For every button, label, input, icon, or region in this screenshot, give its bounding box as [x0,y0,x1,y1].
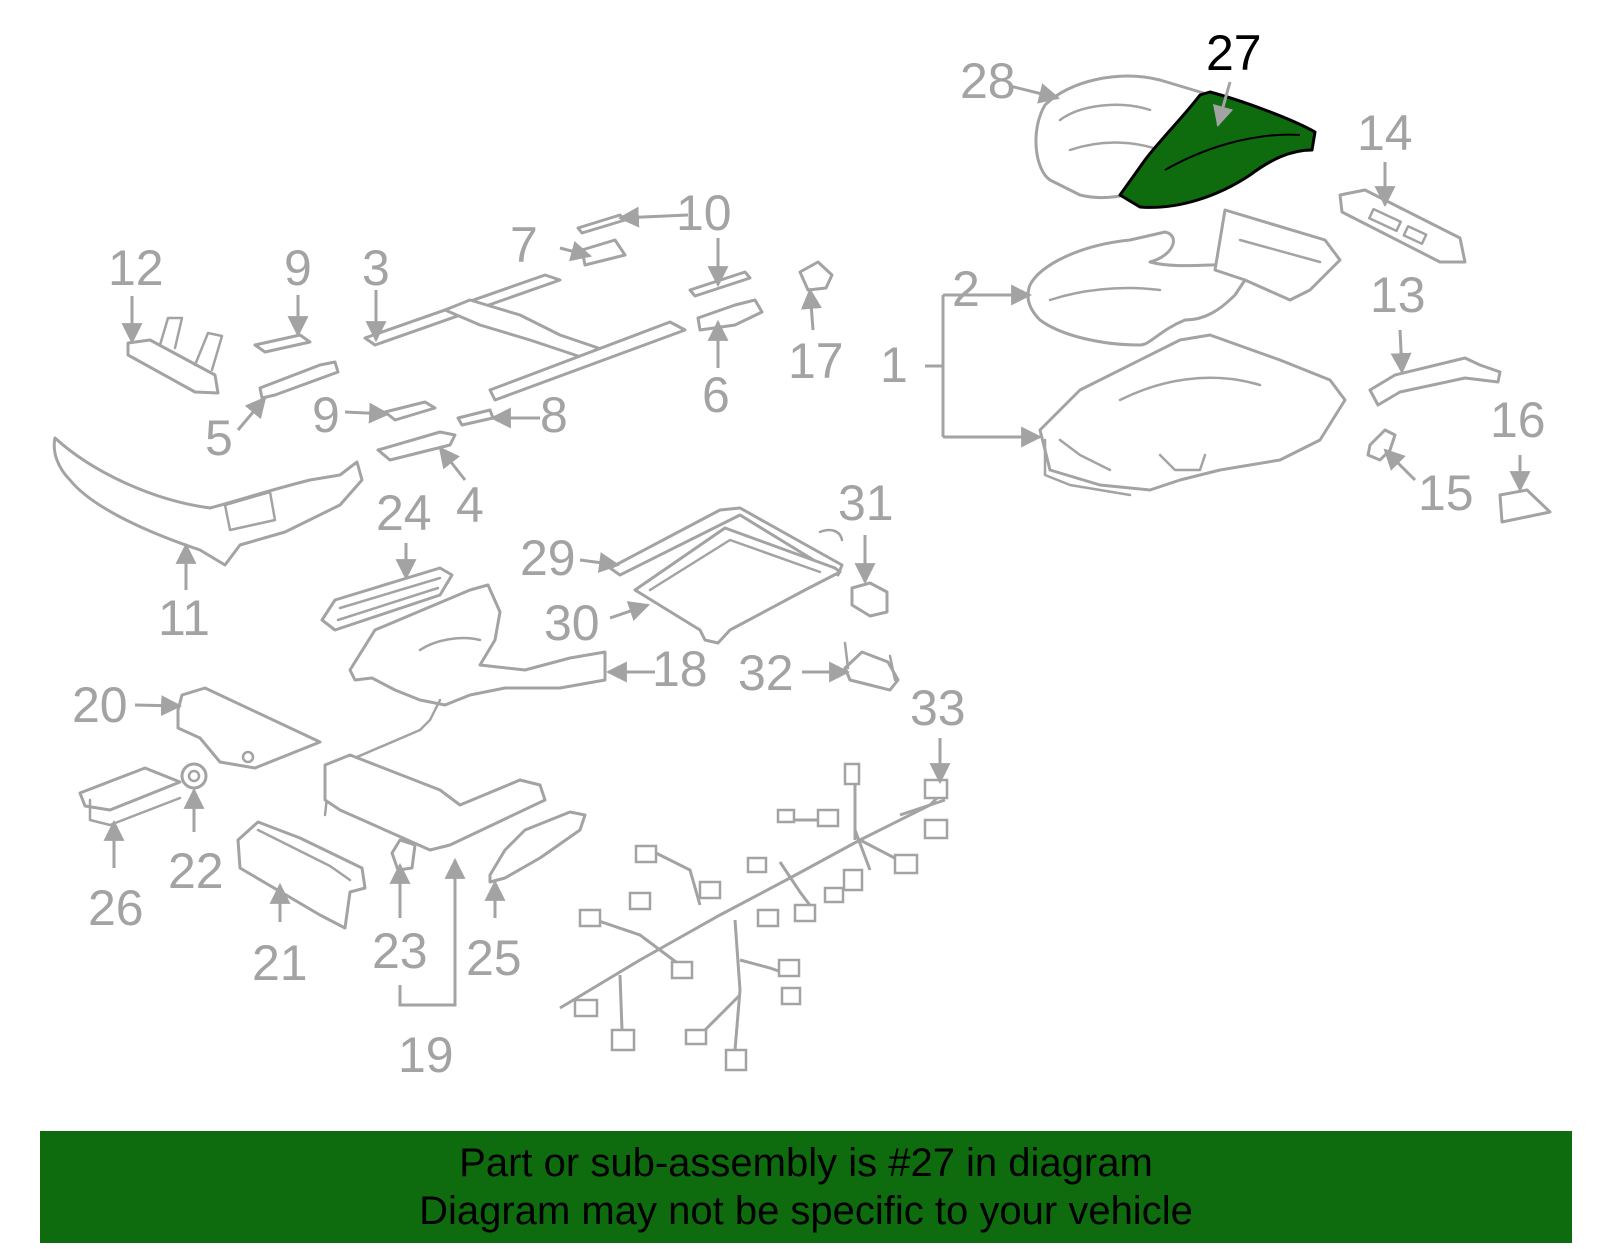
part-11-side-trim[interactable] [52,436,364,567]
callout-7: 7 [510,217,538,273]
part-27-seat-cover-highlighted[interactable] [1118,90,1317,209]
part-9-clip-upper[interactable] [253,333,312,354]
callout-24: 24 [376,485,432,541]
part-26-tray[interactable] [78,766,182,827]
part-16-cap[interactable] [1498,488,1552,524]
callout-9-lower: 9 [312,387,340,443]
part-1-seat-frame[interactable] [1038,333,1347,497]
callout-4: 4 [456,477,484,533]
part-17-knob[interactable] [798,260,834,292]
part-24-mesh-panel[interactable] [320,566,454,632]
callout-6: 6 [702,367,730,423]
part-2-seat-pan[interactable] [1026,208,1342,347]
callout-21: 21 [252,935,308,991]
callout-3: 3 [362,240,390,296]
callout-11: 11 [158,590,210,646]
callout-labels: 28 27 14 2 1 13 16 15 17 12 9 3 7 10 6 5… [72,25,1546,1083]
callout-25: 25 [466,930,522,986]
callout-2: 2 [952,261,980,317]
callout-18: 18 [652,641,708,697]
banner-line-2: Diagram may not be specific to your vehi… [419,1189,1193,1233]
banner-line-1: Part or sub-assembly is #27 in diagram [459,1141,1153,1185]
callout-15: 15 [1418,465,1474,521]
part-10-strip[interactable] [576,213,627,235]
callout-14: 14 [1357,105,1413,161]
callout-17: 17 [788,333,844,389]
callout-leaders [103,81,1531,1007]
part-8-clip[interactable] [456,408,495,427]
callout-23: 23 [372,923,428,979]
part-33-wiring-harness[interactable] [559,762,949,1072]
part-13-rail[interactable] [1368,356,1502,407]
part-32-bracket[interactable] [843,641,900,692]
part-10-strip-lower[interactable] [688,270,752,298]
part-9-clip-lower[interactable] [383,400,437,422]
callout-22: 22 [168,843,224,899]
info-banner: Part or sub-assembly is #27 in diagram D… [40,1131,1572,1243]
part-22-grommet[interactable] [180,762,208,790]
part-30-heater-mat[interactable] [633,526,842,645]
part-14-bracket[interactable] [1338,188,1467,264]
part-25-trim[interactable] [488,810,587,884]
callout-31: 31 [838,475,894,531]
part-29-seat-mat[interactable] [608,506,844,577]
callout-13: 13 [1370,267,1426,323]
callout-29: 29 [520,530,576,586]
callout-28: 28 [960,53,1016,109]
callout-19: 19 [398,1027,454,1083]
callout-10: 10 [676,185,732,241]
callout-32: 32 [738,645,794,701]
part-20-cover[interactable] [176,686,322,770]
part-7-bracket[interactable] [580,238,627,267]
callout-1: 1 [880,337,908,393]
part-4-clip[interactable] [376,430,457,462]
callout-27: 27 [1206,25,1262,81]
callout-33: 33 [910,680,966,736]
part-6-guide[interactable] [696,298,764,332]
callout-20: 20 [72,677,128,733]
part-23-clip[interactable] [390,838,417,872]
callout-1-bracket [925,284,1043,448]
callout-12: 12 [108,240,164,296]
part-12-bracket[interactable] [126,316,224,395]
part-18-lower-frame[interactable] [323,583,607,852]
part-31-connector[interactable] [850,581,889,618]
callout-16: 16 [1490,392,1546,448]
callout-30: 30 [544,595,600,651]
callout-26: 26 [88,880,144,936]
part-3-seat-track[interactable] [363,273,687,402]
callout-8: 8 [540,387,568,443]
part-21-storage-box[interactable] [236,820,367,930]
callout-9-upper: 9 [284,240,312,296]
callout-5: 5 [205,410,233,466]
